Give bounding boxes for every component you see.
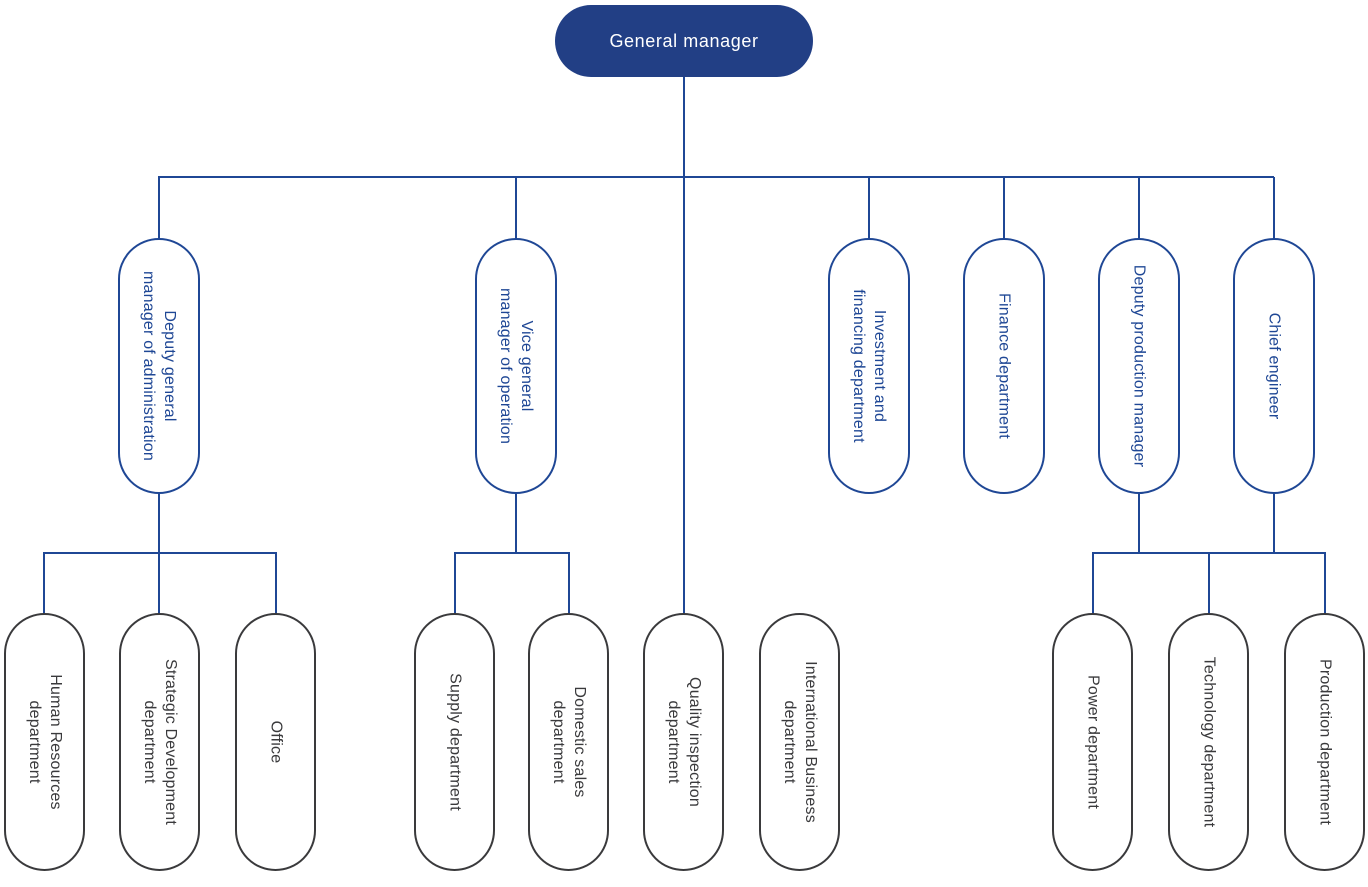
node-label: Technology department bbox=[1200, 656, 1218, 828]
node-quality-inspection-department: Quality inspection department bbox=[643, 613, 724, 871]
node-label: Vice general manager of operation bbox=[497, 287, 536, 445]
node-label: Domestic sales department bbox=[549, 686, 588, 798]
node-label: Power department bbox=[1084, 675, 1102, 809]
node-label: Deputy production manager bbox=[1130, 264, 1148, 468]
node-investment-and-financing-department: Investment and financing department bbox=[828, 238, 910, 494]
node-label: Chief engineer bbox=[1265, 312, 1283, 420]
node-production-department: Production department bbox=[1284, 613, 1365, 871]
node-label: Quality inspection department bbox=[664, 677, 703, 807]
node-power-department: Power department bbox=[1052, 613, 1133, 871]
node-label: Human Resources department bbox=[25, 674, 64, 810]
node-label: Production department bbox=[1316, 658, 1334, 826]
node-deputy-general-manager-of-administration: Deputy general manager of administration bbox=[118, 238, 200, 494]
node-label: International Business department bbox=[780, 661, 819, 823]
node-deputy-production-manager: Deputy production manager bbox=[1098, 238, 1180, 494]
node-label: General manager bbox=[609, 30, 759, 51]
node-label: Finance department bbox=[995, 293, 1013, 439]
node-vice-general-manager-of-operation: Vice general manager of operation bbox=[475, 238, 557, 494]
node-label: Strategic Development department bbox=[140, 658, 179, 826]
node-finance-department: Finance department bbox=[963, 238, 1045, 494]
node-label: Office bbox=[267, 720, 285, 764]
node-technology-department: Technology department bbox=[1168, 613, 1249, 871]
node-chief-engineer: Chief engineer bbox=[1233, 238, 1315, 494]
node-label: Deputy general manager of administration bbox=[140, 271, 179, 461]
node-general-manager: General manager bbox=[555, 5, 813, 77]
node-domestic-sales-department: Domestic sales department bbox=[528, 613, 609, 871]
node-strategic-development-department: Strategic Development department bbox=[119, 613, 200, 871]
node-label: Supply department bbox=[446, 673, 464, 811]
node-label: Investment and financing department bbox=[850, 289, 889, 443]
node-international-business-department: International Business department bbox=[759, 613, 840, 871]
node-human-resources-department: Human Resources department bbox=[4, 613, 85, 871]
node-office: Office bbox=[235, 613, 316, 871]
node-supply-department: Supply department bbox=[414, 613, 495, 871]
